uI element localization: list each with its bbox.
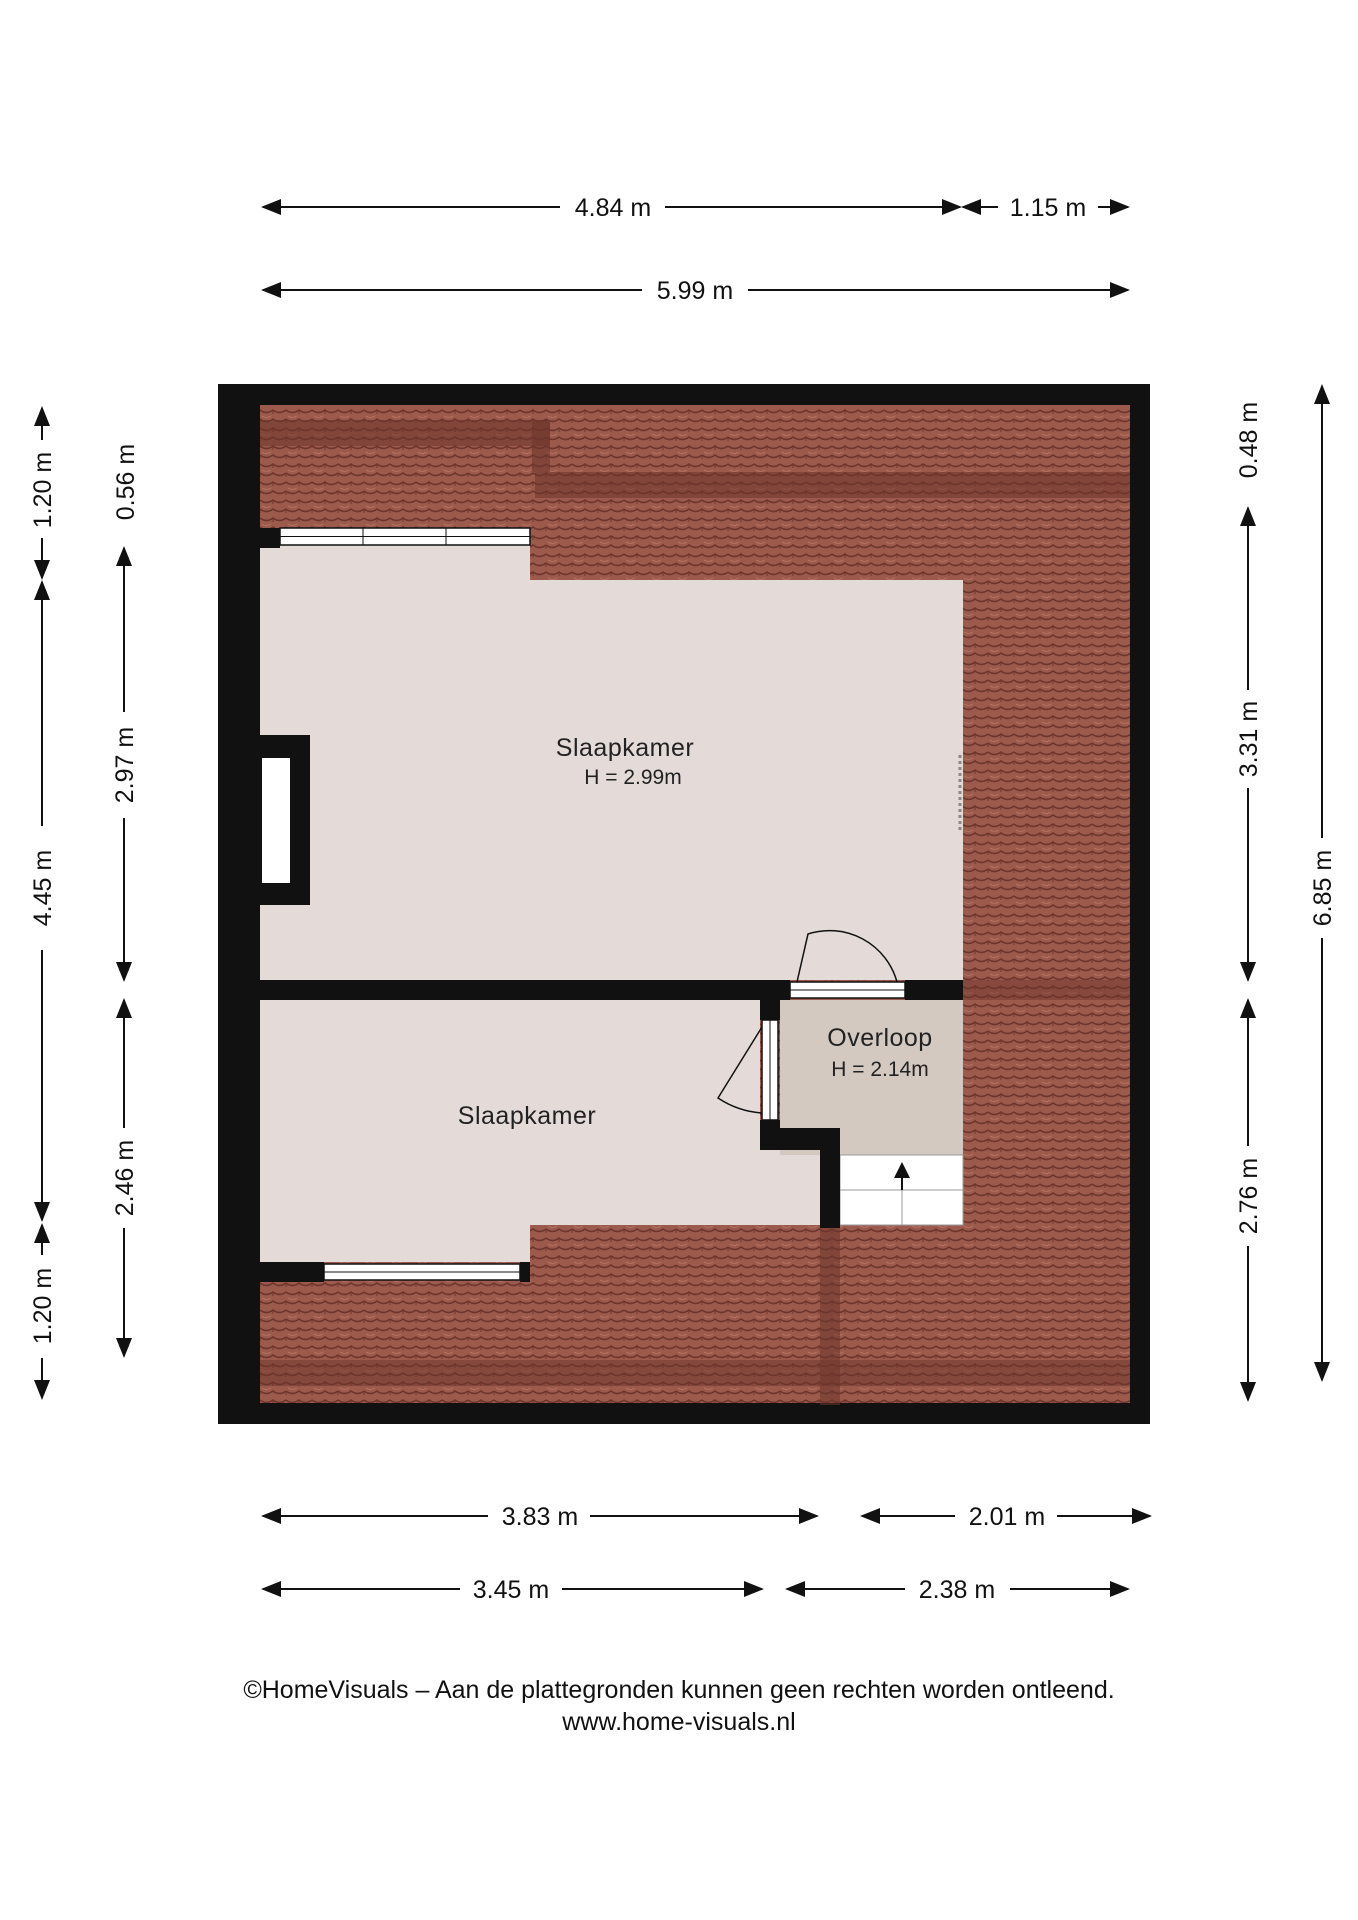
dim-bottom-2-38: 2.38 m [919, 1576, 995, 1604]
room-label-overloop: Overloop [827, 1024, 932, 1052]
roof-ridge-top-right [535, 472, 1130, 498]
door-swing-left [716, 1026, 763, 1114]
chimney-inner [262, 758, 290, 883]
dim-right-2-76: 2.76 m [1235, 1158, 1263, 1234]
roof-ridge-top-vertical [532, 420, 550, 472]
wall-window-bottom-right [520, 1262, 530, 1282]
roof-ridge-middle [960, 980, 1130, 1000]
dim-left-4-45: 4.45 m [29, 850, 57, 926]
dim-left-2-46: 2.46 m [111, 1140, 139, 1216]
bedroom-bottom-floor [260, 1000, 820, 1262]
roof-ridge-bottom [260, 1360, 1130, 1386]
wall-horizontal-middle [260, 980, 790, 1000]
wall-overloop-left [760, 1000, 780, 1020]
dim-bottom-3-83: 3.83 m [502, 1503, 578, 1531]
room-height-overloop: H = 2.14m [831, 1058, 928, 1081]
dim-left-1-20-top: 1.20 m [29, 452, 57, 528]
wall-window-bottom-left [260, 1262, 324, 1282]
dim-left-2-97: 2.97 m [111, 727, 139, 803]
wall-stair-left [820, 1128, 840, 1228]
dim-top-5-99: 5.99 m [657, 277, 733, 305]
footer-website: www.home-visuals.nl [562, 1708, 796, 1736]
door-swing-top [796, 929, 898, 983]
room-label-bedroom-top: Slaapkamer [556, 734, 694, 762]
dim-right-0-48: 0.48 m [1235, 402, 1263, 478]
wall-window-top-left [260, 528, 280, 548]
roof-ridge-valley [820, 1225, 840, 1405]
dim-right-3-31: 3.31 m [1235, 701, 1263, 777]
room-label-bedroom-bottom: Slaapkamer [458, 1102, 596, 1130]
bedroom-top-floor [260, 545, 963, 980]
dim-bottom-3-45: 3.45 m [473, 1576, 549, 1604]
dim-top-1-15: 1.15 m [1010, 194, 1086, 222]
stair-arrow-icon [894, 1162, 910, 1178]
footer-copyright: ©HomeVisuals – Aan de plattegronden kunn… [243, 1676, 1115, 1704]
room-height-bedroom-top: H = 2.99m [584, 766, 681, 789]
dim-right-6-85: 6.85 m [1309, 850, 1337, 926]
roof-ridge-top [260, 420, 550, 446]
wall-horizontal-right [905, 980, 963, 1000]
dim-left-0-56: 0.56 m [112, 444, 140, 520]
dim-left-1-20-bottom: 1.20 m [29, 1268, 57, 1344]
overloop-floor [780, 1000, 963, 1155]
dim-top-4-84: 4.84 m [575, 194, 651, 222]
dim-bottom-2-01: 2.01 m [969, 1503, 1045, 1531]
